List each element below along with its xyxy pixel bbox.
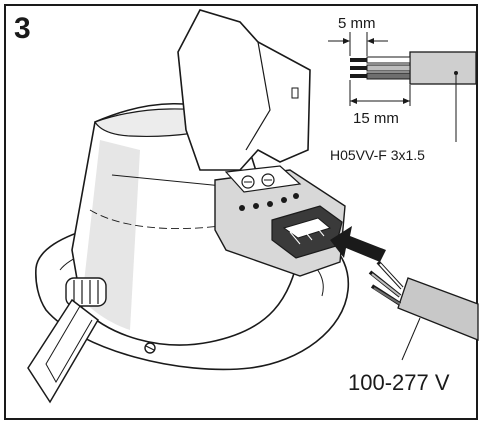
insert-direction-arrow	[330, 226, 386, 262]
terminal-port-1	[239, 205, 245, 211]
cover-flap-side	[177, 51, 201, 171]
spring-clip	[27, 277, 107, 404]
strip-length-inner: 5 mm	[338, 15, 376, 32]
terminal-port-3	[267, 201, 273, 207]
cable-sheath	[397, 277, 479, 341]
cable-jacket	[409, 51, 477, 85]
bare-conductor-1	[350, 58, 367, 62]
push-in-connector-face	[282, 217, 332, 239]
connector-rib-3	[313, 223, 325, 237]
voltage-leader	[401, 317, 421, 361]
spring-coil	[65, 277, 107, 307]
core-insulation-2	[366, 64, 411, 72]
connector-rib-1	[289, 231, 301, 245]
cable-core-2-fill	[371, 273, 401, 297]
terminal-block	[214, 165, 346, 277]
connector-rib-2	[301, 227, 313, 241]
step-number: 3	[14, 12, 31, 45]
terminal-cover	[177, 9, 311, 171]
dim-15mm-arrow-right	[403, 98, 410, 104]
terminal-port-2	[253, 203, 259, 209]
terminal-port-4	[281, 197, 287, 203]
cover-notch	[291, 87, 299, 99]
cover-flap	[177, 9, 311, 171]
cover-flap-inner	[239, 21, 271, 151]
dim-15mm-arrow-left	[350, 98, 357, 104]
cable-strip-detail: 5 mm 15 mm H05VV-F 3x1.5	[328, 15, 477, 163]
bare-conductor-3	[350, 74, 367, 78]
screw-slot	[145, 345, 155, 351]
cable-type-label: H05VV-F 3x1.5	[330, 147, 425, 163]
supply-voltage-label: 100-277 V	[348, 370, 450, 395]
dim-5mm-arrow-right	[367, 38, 374, 44]
dim-5mm-arrow-left	[343, 38, 350, 44]
strip-length-outer: 15 mm	[353, 110, 399, 127]
supply-cable	[368, 260, 479, 341]
cable-core-3-fill	[373, 287, 401, 305]
bare-conductor-2	[350, 66, 367, 70]
core-insulation-1	[366, 56, 411, 64]
spring-clip-arm	[27, 298, 99, 404]
cable-core-1-fill	[379, 263, 403, 289]
core-insulation-3	[366, 72, 411, 80]
spring-clip-arm-inner	[45, 305, 93, 384]
housing-seam	[89, 209, 221, 230]
diagram-frame	[4, 4, 478, 420]
terminal-port-5	[293, 193, 299, 199]
